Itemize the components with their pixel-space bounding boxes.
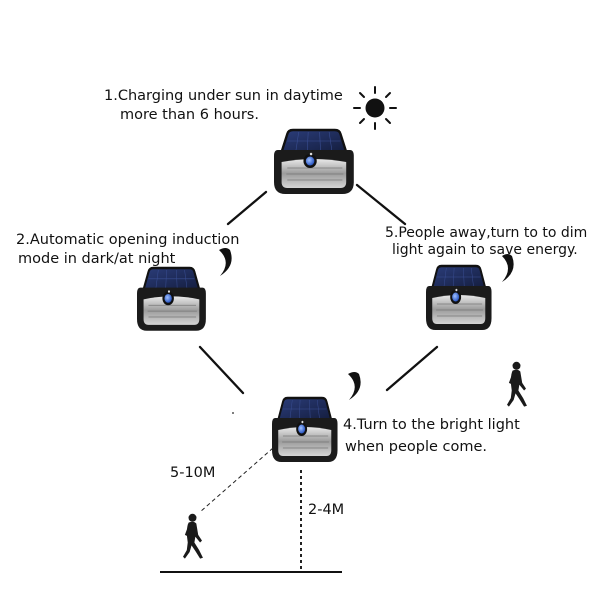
- moon-icon: [219, 248, 232, 276]
- solar-wall-light-step5: [424, 264, 493, 332]
- diagonal-distance-label: 5-10M: [170, 465, 216, 481]
- step2-line1: 2.Automatic opening induction: [16, 232, 240, 248]
- walking-person-icon: [183, 513, 203, 559]
- step1-line1: 1.Charging under sun in daytime: [104, 88, 343, 104]
- diagonal-distance-line: [199, 447, 274, 513]
- connector-lines: [198, 183, 439, 395]
- step4-line2: when people come.: [345, 439, 488, 455]
- moon-icon: [348, 372, 361, 400]
- connector-1-5: [355, 183, 407, 226]
- step1-line2: more than 6 hours.: [120, 107, 259, 123]
- step2-line2: mode in dark/at night: [18, 251, 176, 267]
- moon-icon: [502, 254, 514, 282]
- dot: [232, 412, 234, 414]
- step4-line1: 4.Turn to the bright light: [343, 417, 520, 433]
- step5-label: 5.People away,turn to to dim light again…: [385, 225, 587, 259]
- solar-wall-light-step4: [270, 396, 339, 464]
- connector-1-2: [226, 190, 268, 226]
- connector-5-4: [385, 345, 439, 392]
- step1-label: 1.Charging under sun in daytime more tha…: [104, 87, 343, 125]
- step4-label: 4.Turn to the bright light when people c…: [343, 414, 520, 458]
- connector-2-4: [198, 345, 245, 395]
- sun-icon: [353, 86, 397, 130]
- step5-line2: light again to save energy.: [392, 242, 578, 258]
- step2-label: 2.Automatic opening induction mode in da…: [16, 231, 239, 269]
- solar-wall-light-step2: [135, 266, 208, 332]
- step5-line1: 5.People away,turn to to dim: [385, 225, 588, 241]
- walking-person-icon: [507, 361, 527, 407]
- solar-wall-light-step1: [272, 128, 356, 196]
- height-distance-label: 2-4M: [308, 502, 345, 518]
